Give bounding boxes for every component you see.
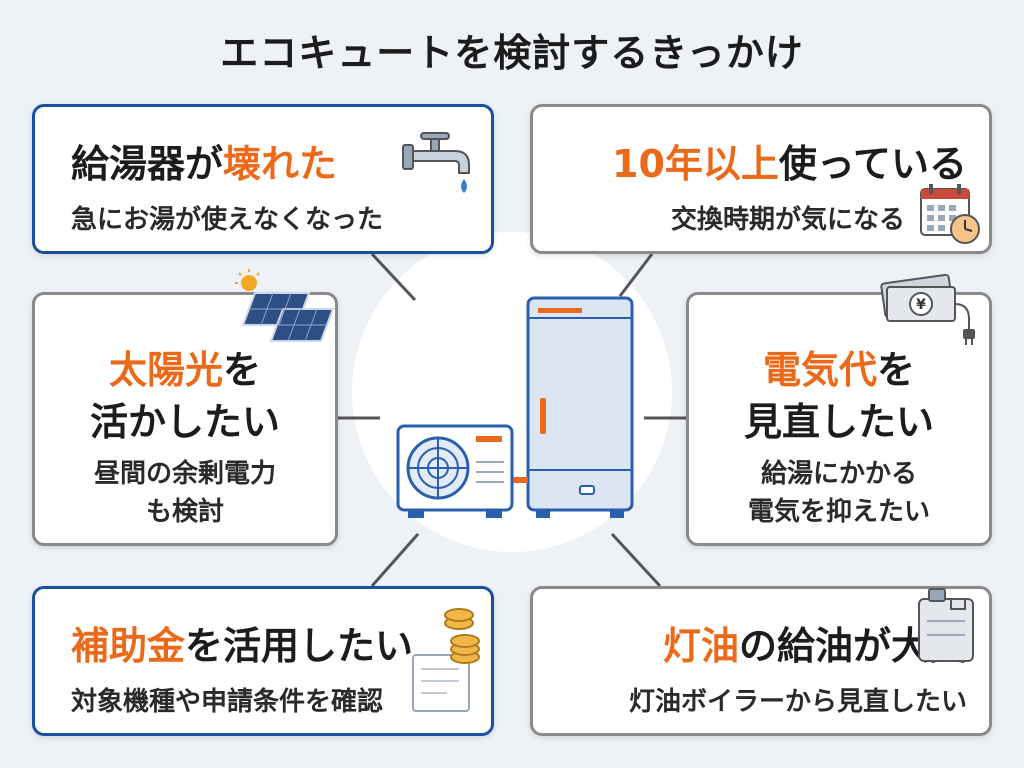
card-headline-line-1: 電気代を — [689, 339, 989, 394]
card-subsidy: 補助金を活用したい 対象機種や申請条件を確認 — [32, 586, 494, 736]
connector-line-bottom-right — [610, 532, 662, 588]
card-headline-line-2: 見直したい — [743, 400, 934, 444]
headline-accent-text: 灯油 — [662, 624, 739, 668]
headline-text: を — [223, 348, 262, 392]
card-subtext: 急にお湯が使えなくなった — [71, 205, 384, 235]
card-headline: 給湯器が壊れた — [71, 133, 337, 188]
headline-text: 使っている — [778, 142, 967, 186]
card-kerosene: 灯油の給油が大変 灯油ボイラーから見直したい — [530, 586, 992, 736]
card-headline-line-1: 太陽光を — [35, 339, 335, 394]
card-subtext-line-2: も検討 — [145, 497, 224, 527]
connector-line-top-left — [370, 252, 417, 302]
card-electricity: 電気代を 見直したい 給湯にかかる 電気を抑えたい ¥ — [686, 273, 992, 546]
card-subtext: 灯油ボイラーから見直したい — [628, 687, 967, 717]
page-title: エコキュートを検討するきっかけ — [220, 31, 804, 75]
faucet-icon — [402, 132, 470, 193]
card-subtext: 交換時期が気になる — [670, 205, 905, 235]
card-subtext-line-1: 昼間の余剰電力 — [93, 459, 276, 489]
coins-document-icon — [412, 608, 480, 712]
calendar-clock-icon — [920, 184, 980, 244]
money-plug-icon: ¥ — [880, 273, 975, 345]
headline-text: を — [877, 348, 916, 392]
card-subtext: 対象機種や申請条件を確認 — [71, 687, 384, 717]
yen-symbol: ¥ — [916, 297, 926, 313]
card-subtext-line-2: 電気を抑えたい — [747, 497, 930, 527]
card-headline: 補助金を活用したい — [71, 615, 413, 670]
card-over-ten-years: 10年以上使っている 交換時期が気になる — [530, 104, 992, 254]
eco-cute-unit-icon — [396, 296, 634, 518]
headline-accent-text: 補助金 — [71, 624, 186, 668]
kerosene-tank-icon — [918, 588, 974, 662]
card-headline: 10年以上使っている — [612, 133, 967, 188]
card-subtext-line-1: 給湯にかかる — [760, 459, 917, 489]
connector-line-bottom-left — [370, 533, 420, 587]
headline-accent-text: 壊れた — [223, 142, 338, 186]
headline-accent-text: 太陽光 — [108, 348, 223, 392]
card-solar: 太陽光を 活かしたい 昼間の余剰電力 も検討 — [32, 269, 338, 546]
headline-text: 給湯器が — [71, 142, 224, 186]
connector-line-top-right — [618, 253, 654, 297]
headline-text: を活用したい — [185, 624, 414, 668]
solar-panel-icon — [235, 269, 335, 342]
card-headline-line-2: 活かしたい — [89, 400, 280, 444]
card-water-heater-broken: 給湯器が壊れた 急にお湯が使えなくなった — [32, 104, 494, 254]
headline-accent-text: 10年以上 — [612, 142, 779, 186]
headline-accent-text: 電気代 — [762, 348, 877, 392]
